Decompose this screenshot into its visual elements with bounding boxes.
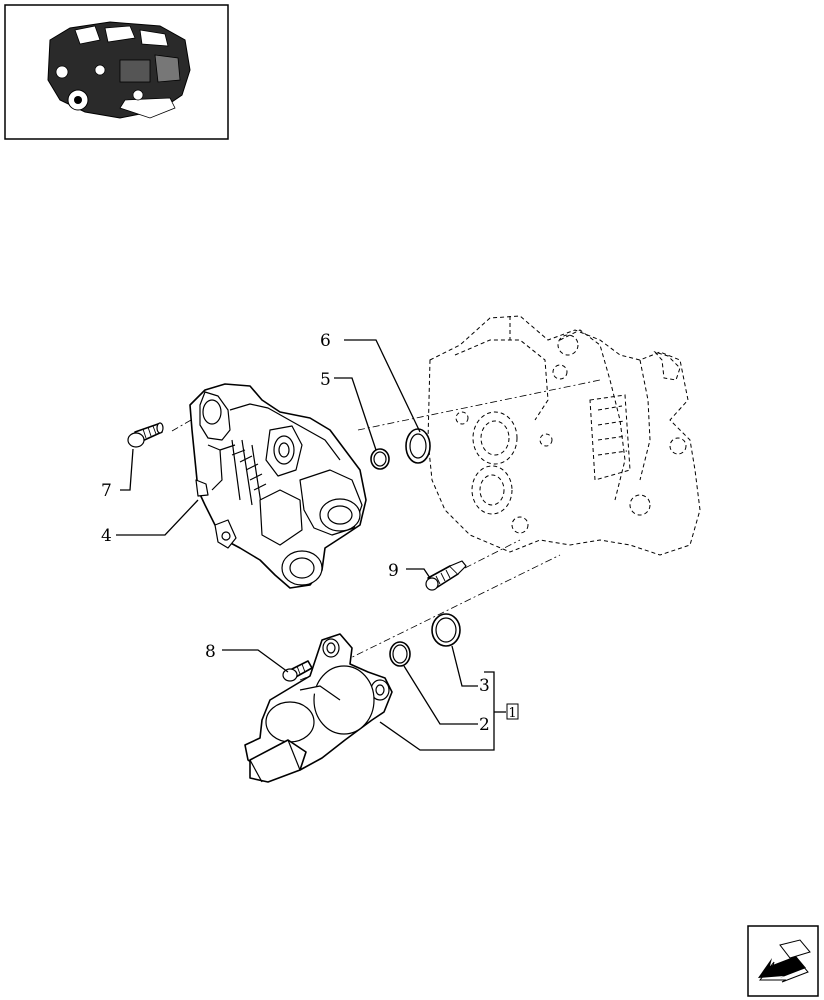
engine-thumbnail-icon: [47, 21, 191, 119]
o-ring-6: [405, 428, 431, 464]
callout-1: 1: [508, 706, 516, 721]
engine-thumbnail[interactable]: [4, 4, 229, 140]
previous-page-button[interactable]: [747, 925, 819, 997]
pressure-regulator-valve: [244, 633, 393, 783]
callout-9: 9: [388, 561, 399, 581]
callout-8: 8: [205, 642, 216, 662]
o-ring-3: [431, 613, 461, 647]
callout-2: 2: [479, 715, 490, 735]
callout-3: 3: [479, 676, 490, 696]
sensor-9: [425, 560, 467, 591]
previous-page-arrow-icon: [758, 939, 811, 983]
callout-4: 4: [101, 526, 112, 546]
leader-lines: [116, 339, 506, 751]
screw-7: [127, 422, 164, 448]
o-ring-5: [370, 448, 390, 470]
callout-5: 5: [320, 370, 331, 390]
pump-body-ghost: [427, 315, 701, 556]
pump-head-housing: [189, 383, 367, 589]
callout-7: 7: [101, 481, 112, 501]
callout-1-box: 1: [506, 703, 519, 721]
screw-8: [282, 660, 313, 682]
o-ring-2: [389, 641, 411, 667]
callout-6: 6: [320, 331, 331, 351]
